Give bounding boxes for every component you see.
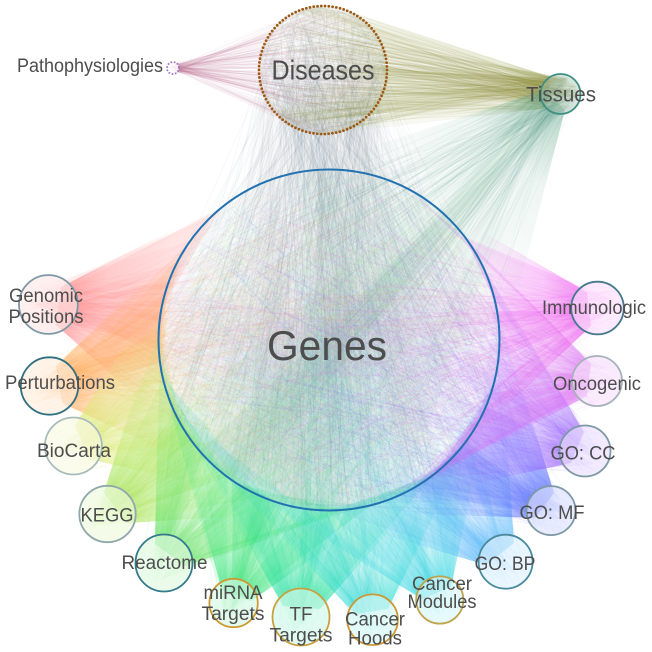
svg-text:Genomic: Genomic xyxy=(9,286,83,307)
svg-text:KEGG: KEGG xyxy=(81,506,134,527)
svg-text:Targets: Targets xyxy=(270,626,333,647)
svg-text:GO: MF: GO: MF xyxy=(520,503,585,524)
svg-text:Oncogenic: Oncogenic xyxy=(553,374,641,395)
svg-text:Cancer: Cancer xyxy=(412,574,473,595)
svg-text:Diseases: Diseases xyxy=(272,54,375,85)
svg-text:GO: CC: GO: CC xyxy=(551,444,616,465)
svg-text:miRNA: miRNA xyxy=(204,583,263,604)
svg-text:Targets: Targets xyxy=(202,604,265,625)
svg-text:Immunologic: Immunologic xyxy=(542,298,646,319)
svg-text:Perturbations: Perturbations xyxy=(5,373,115,394)
svg-text:Pathophysiologies: Pathophysiologies xyxy=(17,56,163,77)
svg-text:TF: TF xyxy=(290,605,313,626)
svg-text:Modules: Modules xyxy=(408,592,477,613)
svg-text:BioCarta: BioCarta xyxy=(37,441,111,462)
svg-text:GO: BP: GO: BP xyxy=(475,554,536,575)
svg-text:Hoods: Hoods xyxy=(348,629,402,650)
svg-text:Cancer: Cancer xyxy=(345,610,406,631)
svg-text:Genes: Genes xyxy=(267,322,387,369)
svg-text:Reactome: Reactome xyxy=(122,553,208,574)
svg-text:Tissues: Tissues xyxy=(526,83,596,106)
svg-text:Positions: Positions xyxy=(9,307,84,328)
